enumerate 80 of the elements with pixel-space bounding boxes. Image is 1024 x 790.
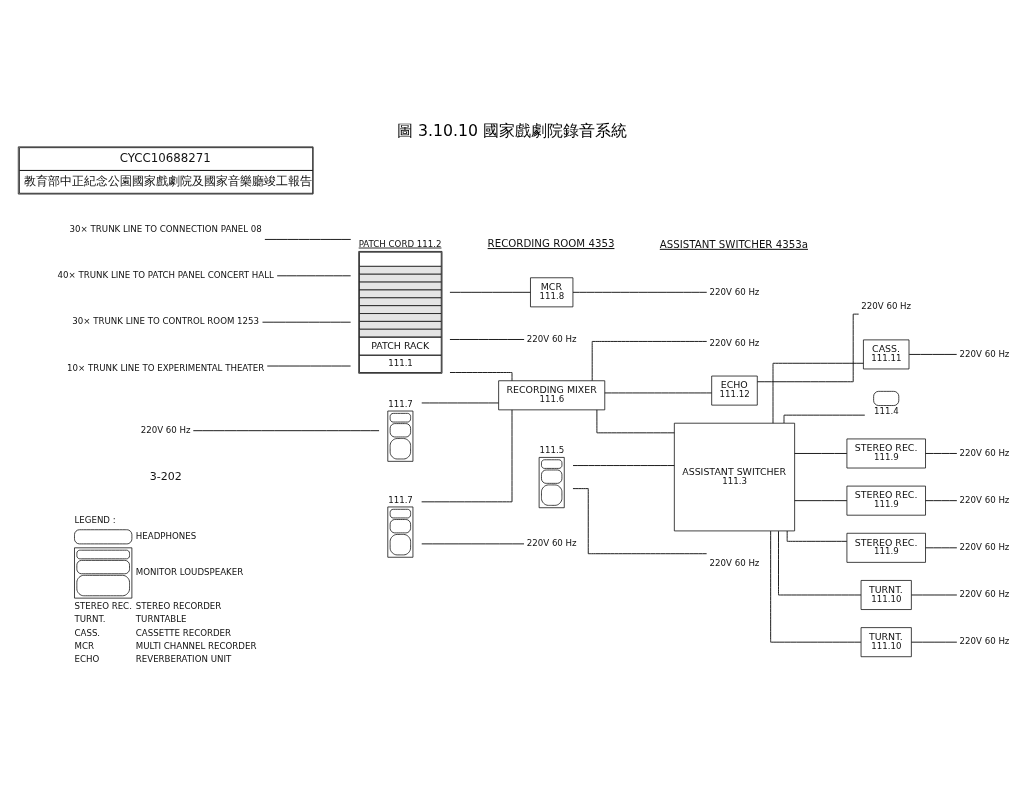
node-text: 220V 60 Hz — [709, 286, 760, 297]
connector — [572, 487, 708, 554]
node-text: 220V 60 Hz — [959, 348, 1010, 359]
label: 3-202 — [149, 469, 182, 483]
connector — [262, 321, 352, 323]
node-text: 30× TRUNK LINE TO CONNECTION PANEL 08 — [69, 223, 262, 234]
connector — [925, 546, 958, 548]
node-text: 220V 60 Hz — [959, 494, 1010, 505]
connector — [770, 530, 862, 643]
node-label: 111.7 — [388, 398, 413, 409]
node-label: PATCH CORD 111.2 — [358, 238, 442, 249]
label: LEGEND : — [74, 514, 116, 525]
node-box: STEREO REC. 111.9 — [846, 485, 926, 516]
connector — [783, 414, 866, 423]
node-text: 220V 60 Hz — [959, 447, 1010, 458]
node-text: 40× TRUNK LINE TO PATCH PANEL CONCERT HALL — [57, 269, 274, 280]
label: STEREO RECORDER — [135, 600, 222, 611]
connector — [772, 362, 864, 424]
connector — [421, 402, 499, 403]
connector — [604, 391, 713, 393]
connector — [264, 238, 352, 240]
node-text: 220V 60 Hz — [959, 541, 1010, 552]
node-box — [873, 390, 900, 406]
label: RECORDING ROOM 4353 — [487, 237, 615, 249]
node-box: STEREO REC. 111.9 — [846, 438, 926, 468]
node-text: 220V 60 Hz — [861, 300, 912, 311]
node-text: 220V 60 Hz — [526, 333, 577, 344]
connector — [778, 530, 862, 595]
label: STEREO REC. — [74, 600, 132, 611]
node-text: 220V 60 Hz — [959, 635, 1010, 646]
connector — [276, 274, 352, 276]
connector — [925, 452, 958, 454]
label: MULTI CHANNEL RECORDER — [135, 640, 257, 651]
connector — [449, 371, 513, 381]
node-text: 220V 60 Hz — [709, 337, 760, 348]
label: CYCC10688271 — [119, 150, 211, 165]
legend-label: HEADPHONES — [135, 530, 197, 541]
node-label: 111.4 — [874, 405, 899, 416]
connector — [572, 464, 675, 466]
label: MCR — [74, 640, 94, 651]
node-text: 220V 60 Hz — [959, 588, 1010, 599]
node-text: 220V 60 Hz — [526, 537, 577, 548]
node-box: STEREO REC. 111.9 — [846, 532, 926, 563]
connector — [591, 340, 708, 381]
connector — [794, 452, 848, 454]
node-text: 220V 60 Hz — [140, 424, 191, 435]
connector — [911, 594, 958, 595]
label: CASS. — [74, 627, 101, 638]
node-box: MCR 111.8 — [530, 276, 574, 307]
node-box: ASSISTANT SWITCHER 111.3 — [673, 422, 796, 531]
label: ASSISTANT SWITCHER 4353a — [659, 238, 808, 250]
label: TURNT. — [74, 613, 106, 624]
connector — [794, 499, 848, 501]
label: REVERBERATION UNIT — [135, 653, 232, 664]
connector — [911, 641, 958, 643]
node-text: 220V 60 Hz — [709, 557, 760, 568]
label: CASSETTE RECORDER — [135, 627, 232, 638]
connector — [449, 338, 525, 340]
connector — [449, 291, 531, 293]
connector — [192, 429, 380, 431]
connector — [908, 353, 958, 355]
connector — [596, 408, 675, 433]
node-label: 111.7 — [388, 494, 413, 505]
label: TURNTABLE — [135, 613, 187, 624]
connector — [925, 499, 958, 501]
connector — [786, 530, 848, 542]
node-label: 111.5 — [539, 444, 565, 455]
connector — [572, 291, 708, 293]
node-text: 30× TRUNK LINE TO CONTROL ROOM 1253 — [72, 315, 260, 326]
node-box: TURNT. 111.10 — [860, 626, 912, 657]
node-text: 10× TRUNK LINE TO EXPERIMENTAL THEATER — [67, 362, 265, 373]
node-box: ECHO 111.12 — [711, 375, 758, 406]
diagram-title: 圖 3.10.10 國家戲劇院錄音系統 — [397, 120, 627, 140]
connector — [421, 408, 513, 502]
node-box: TURNT. 111.10 — [860, 579, 912, 610]
label: ECHO — [74, 653, 100, 664]
label: 教育部中正紀念公園國家戲劇院及國家音樂廳竣工報告 — [24, 173, 313, 188]
node-box: RECORDING MIXER 111.6 — [498, 379, 606, 410]
node-box: CASS. 111.11 — [863, 339, 910, 369]
legend-label: MONITOR LOUDSPEAKER — [135, 566, 244, 577]
